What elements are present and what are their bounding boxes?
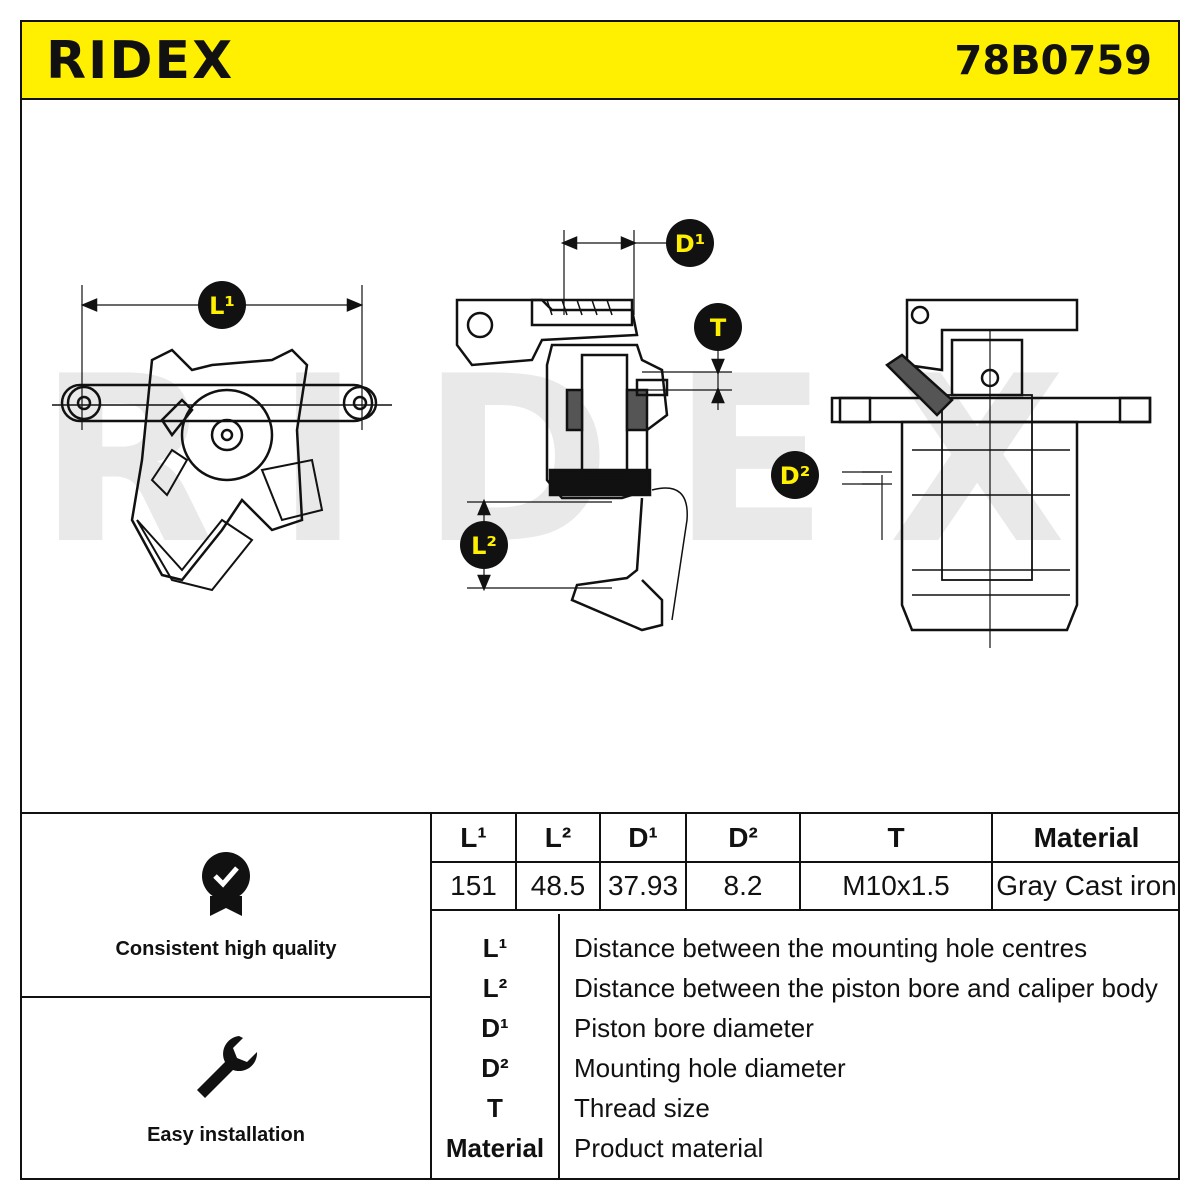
legend-divider	[558, 914, 560, 1180]
caliper-drawing: RIDEX	[38, 219, 1152, 648]
caliper-section-view	[455, 230, 732, 632]
spec-header: D¹	[599, 814, 687, 863]
spec-value: M10x1.5	[799, 861, 993, 911]
spec-section: Consistent high quality Easy installatio…	[20, 812, 1180, 1180]
svg-text:L¹: L¹	[209, 292, 235, 320]
caliper-side-view	[52, 285, 392, 592]
legend-desc: Product material	[574, 1133, 764, 1163]
legend-key: D¹	[481, 1013, 509, 1043]
legend-row: L² Distance between the piston bore and …	[432, 968, 1180, 1008]
legend-key: L¹	[482, 933, 508, 963]
brand-logo: RIDEX	[46, 31, 235, 91]
dim-marker-l1: L¹	[198, 281, 246, 329]
spec-header: L²	[515, 814, 601, 863]
part-number: 78B0759	[954, 38, 1152, 84]
quality-badge-icon	[202, 852, 250, 916]
feature-quality: Consistent high quality	[22, 814, 432, 998]
svg-text:T: T	[710, 314, 727, 342]
legend-row: T Thread size	[432, 1088, 1180, 1128]
svg-text:D²: D²	[780, 462, 810, 490]
spec-value: 48.5	[515, 861, 601, 911]
legend-row: L¹ Distance between the mounting hole ce…	[432, 928, 1180, 968]
dim-marker-d2: D²	[771, 451, 819, 499]
spec-value-row: 151 48.5 37.93 8.2 M10x1.5 Gray Cast iro…	[432, 861, 1180, 911]
legend-desc: Piston bore diameter	[574, 1013, 814, 1043]
caliper-front-view	[830, 298, 1152, 648]
dim-marker-t: T	[694, 303, 742, 351]
spec-value: Gray Cast iron	[991, 861, 1180, 911]
feature-label-quality: Consistent high quality	[115, 938, 337, 960]
spec-header-row: L¹ L² D¹ D² T Material	[432, 814, 1180, 863]
spec-header: L¹	[432, 814, 517, 863]
legend-row: D² Mounting hole diameter	[432, 1048, 1180, 1088]
legend-desc: Distance between the piston bore and cal…	[574, 973, 1158, 1003]
spec-value: 151	[432, 861, 517, 911]
svg-text:D¹: D¹	[675, 230, 705, 258]
header-bar: RIDEX 78B0759	[20, 20, 1180, 100]
spec-value: 8.2	[685, 861, 801, 911]
legend-key: L²	[482, 973, 508, 1003]
spec-header: D²	[685, 814, 801, 863]
spec-header: Material	[991, 814, 1180, 863]
wrench-icon	[197, 1036, 258, 1098]
spec-header: T	[799, 814, 993, 863]
legend-desc: Mounting hole diameter	[574, 1053, 846, 1083]
spec-value: 37.93	[599, 861, 687, 911]
feature-installation: Easy installation	[22, 998, 432, 1180]
legend-desc: Distance between the mounting hole centr…	[574, 933, 1088, 963]
dim-marker-d1: D¹	[666, 219, 714, 267]
feature-label-installation: Easy installation	[147, 1124, 305, 1146]
legend: L¹ Distance between the mounting hole ce…	[432, 914, 1180, 1180]
spec-table: L¹ L² D¹ D² T Material 151 48.5 37.93 8.…	[432, 814, 1180, 911]
svg-text:L²: L²	[471, 532, 497, 560]
legend-key: Material	[445, 1133, 545, 1163]
legend-desc: Thread size	[574, 1093, 710, 1123]
legend-row: D¹ Piston bore diameter	[432, 1008, 1180, 1048]
legend-row: Material Product material	[432, 1128, 1180, 1168]
dim-marker-l2: L²	[460, 521, 508, 569]
legend-key: D²	[481, 1053, 509, 1083]
legend-key: T	[487, 1093, 503, 1123]
